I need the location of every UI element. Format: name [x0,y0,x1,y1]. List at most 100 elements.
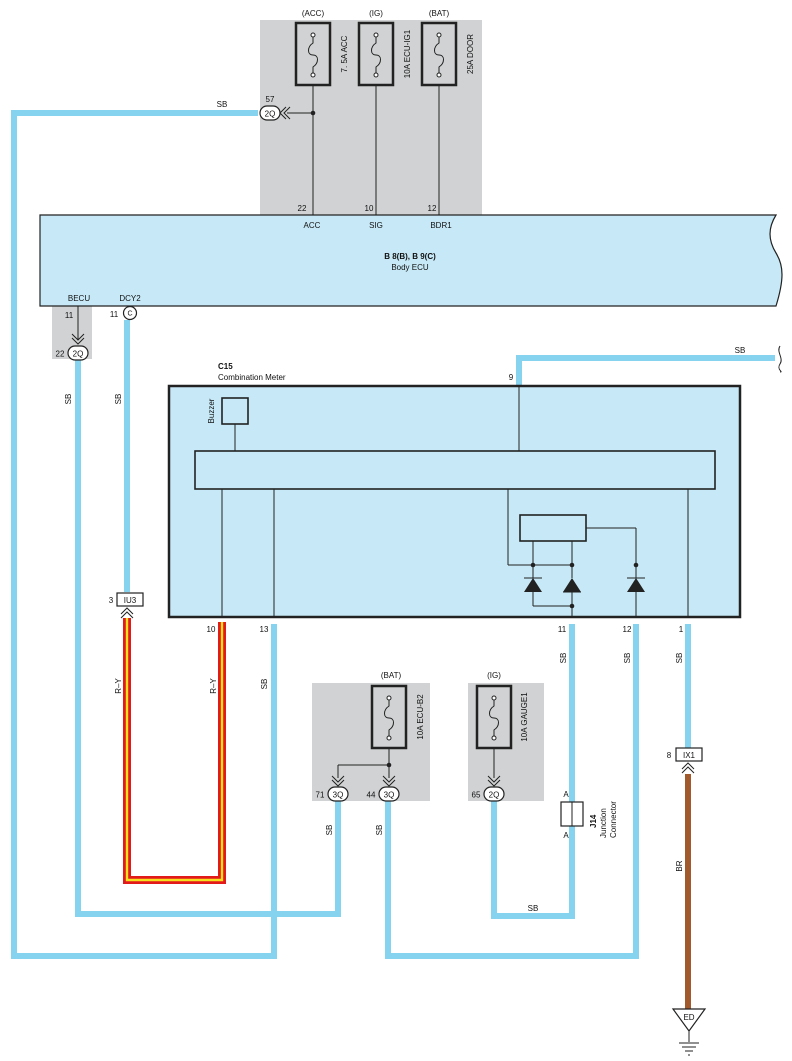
fuse-acc-name: 7. 5A ACC [340,35,349,72]
connector-22-2q: 2Q 22 [56,333,89,361]
meter-part: C15 [218,362,233,371]
connector-id: IU3 [124,596,137,605]
ground-ed: ED [671,1008,707,1056]
junction-name: Junction [599,808,608,838]
connector-65-2q: 2Q 65 [472,775,505,802]
junction-dot [633,562,639,568]
ecu-pin-bdr1-label: BDR1 [430,221,452,230]
buzzer [221,397,249,425]
wire-label-ry: R–Y [209,678,218,694]
wire-label-sb: SB [559,653,568,664]
wire-sb-ecub2 [385,624,639,959]
fuse-gauge-supply: (IG) [487,671,501,680]
fuse-ecub2-name: 10A ECU-B2 [416,694,425,740]
fuse-ecub2-supply: (BAT) [381,671,402,680]
connector-id: 2Q [73,350,84,359]
meter-name: Combination Meter [218,373,286,382]
fuse-door [420,21,458,87]
junction-pin-bottom: A [563,831,569,840]
diode-3 [627,577,645,617]
fuse-ig1 [357,21,395,87]
fuse-door-name: 25A DOOR [466,34,475,74]
connector-pin: 71 [316,791,325,800]
junction-dot [569,603,575,609]
junction-pin-top: A [563,790,569,799]
ecu-pin-acc-num: 22 [298,204,307,213]
ecu-pin-becu-num: 11 [65,311,74,320]
fuse-acc-supply: (ACC) [302,9,325,18]
svg-text:11: 11 [110,310,119,319]
junction-id: J14 [589,814,598,828]
fuse-ig1-name: 10A ECU-IG1 [403,29,412,78]
fuse-acc [294,21,332,87]
body-ecu-name: Body ECU [391,263,429,272]
meter-pin-1: 1 [679,625,684,634]
wire-sb-gauge [491,624,575,919]
body-ecu-part: B 8(B), B 9(C) [384,252,436,261]
meter-pin-9: 9 [509,373,514,382]
wire-label-ry: R–Y [114,678,123,694]
connector-pin: 57 [266,95,275,104]
junction-dot [530,562,536,568]
ecu-pin-acc-label: ACC [304,221,321,230]
wire-label-sb: SB [528,904,539,913]
junction-name-2: Connector [609,801,618,838]
connector-id: 2Q [265,110,276,119]
body-ecu [39,214,783,307]
junction-dot [310,110,316,116]
connector-57-2q: 2Q 57 [259,95,291,121]
wire-label-sb: SB [217,100,228,109]
wire-ry [123,618,226,884]
connector-id: 3Q [333,791,344,800]
wire-sb-meter9 [516,355,775,386]
connector-71-3q: 3Q 71 [316,775,349,802]
connector-pin: 8 [667,751,672,760]
connector-id: IX1 [683,751,696,760]
meter-pin-10: 10 [207,625,216,634]
wire-label-sb: SB [325,825,334,836]
connector-pin: 3 [109,596,114,605]
wire-label-br: BR [675,860,684,871]
meter-pin-12: 12 [623,625,632,634]
wire-label-sb: SB [623,653,632,664]
ecu-pin-becu-label: BECU [68,294,90,303]
diode-1 [524,577,542,606]
ecu-pin-sig-num: 10 [365,204,374,213]
fuse-gauge-name: 10A GAUGE1 [520,692,529,742]
buzzer-label: Buzzer [207,398,216,423]
wire-label-sb: SB [260,679,269,690]
connector-44-3q: 3Q 44 [367,775,400,802]
fuse-gauge [475,684,513,750]
connector-iu3: IU3 3 [109,592,144,619]
connector-ix1: IX1 8 [667,747,703,774]
fuse-door-supply: (BAT) [429,9,450,18]
wire-label-sb: SB [114,394,123,405]
ground-id: ED [683,1013,694,1022]
meter-pin-11: 11 [558,625,567,634]
wire-label-sb: SB [735,346,746,355]
wire-label-sb: SB [64,394,73,405]
ecu-pin-dcy2-label: DCY2 [119,294,141,303]
combination-meter [167,384,742,619]
wire-sb-becu [75,360,341,917]
wire-ry-tracer [125,618,224,882]
wire-break-mark [778,345,782,373]
fuse-ig1-supply: (IG) [369,9,383,18]
fuse-ecub2 [370,684,408,750]
wire-label-sb: SB [675,653,684,664]
connector-id: 2Q [489,791,500,800]
wire-label-sb: SB [375,825,384,836]
junction-connector-j14: A A J14 Junction Connector [560,790,618,840]
connector-pin: 22 [56,350,65,359]
wire-sb-acc-loop [11,110,277,959]
ecu-connector-c: C [127,311,132,318]
connector-pin: 65 [472,791,481,800]
ecu-pin-sig-label: SIG [369,221,383,230]
meter-pin-13: 13 [260,625,269,634]
ecu-pin-dcy2: 11 C [110,305,138,321]
connector-pin: 44 [367,791,376,800]
meter-ic [194,450,716,490]
ecu-pin-bdr1-num: 12 [428,204,437,213]
junction-dot [569,562,575,568]
